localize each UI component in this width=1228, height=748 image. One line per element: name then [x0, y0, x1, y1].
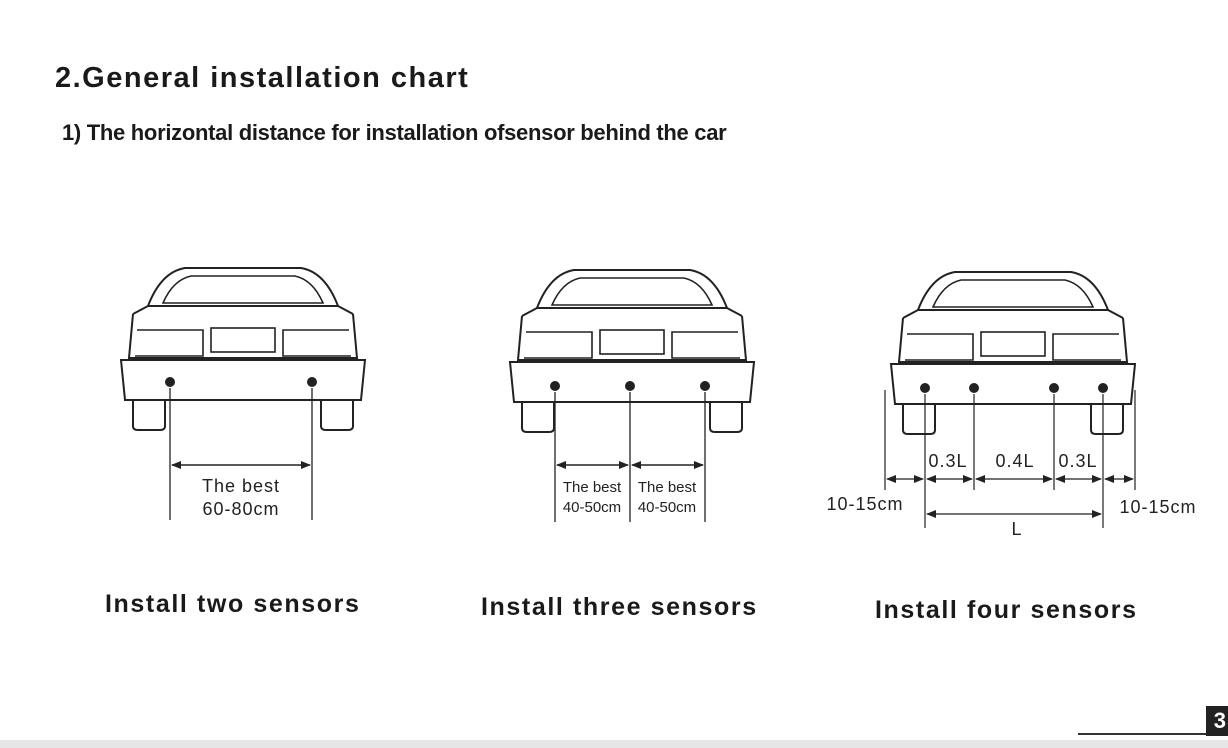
car-three-sensors: The best 40-50cm The best 40-50cm: [509, 269, 755, 522]
sensor-dot: [920, 383, 930, 393]
outer-right-label: 10-15cm: [1119, 497, 1196, 517]
sensor-dot: [165, 377, 175, 387]
sensor-dot: [700, 381, 710, 391]
caption-three-sensors: Install three sensors: [481, 593, 758, 621]
page-number: 3: [1206, 706, 1228, 736]
distance-label: 60-80cm: [202, 499, 279, 519]
sensor-dot: [1049, 383, 1059, 393]
segment-label-1: 0.3L: [928, 451, 967, 471]
footer-rule: [1078, 733, 1206, 735]
sensor-dot: [969, 383, 979, 393]
sensor-dot: [1098, 383, 1108, 393]
distance-label-left: 40-50cm: [563, 499, 621, 516]
segment-label-3: 0.3L: [1058, 451, 1097, 471]
segment-label-2: 0.4L: [995, 451, 1034, 471]
car-four-sensors: 0.3L 0.4L 0.3L L 10-15cm 10-15cm: [826, 271, 1196, 539]
section-heading: 2.General installation chart: [55, 62, 470, 94]
subsection-heading: 1) The horizontal distance for installat…: [62, 120, 727, 145]
scan-edge: [0, 740, 1228, 748]
distance-label-right: 40-50cm: [638, 499, 696, 516]
best-label-left: The best: [563, 479, 622, 496]
sensor-dot: [625, 381, 635, 391]
total-length-label: L: [1011, 519, 1022, 539]
outer-left-label: 10-15cm: [826, 494, 903, 514]
best-label-right: The best: [638, 479, 697, 496]
caption-two-sensors: Install two sensors: [105, 590, 361, 618]
car-two-sensors: The best 60-80cm: [120, 267, 366, 520]
sensor-dot: [307, 377, 317, 387]
best-label: The best: [202, 476, 280, 496]
sensor-dot: [550, 381, 560, 391]
caption-four-sensors: Install four sensors: [875, 596, 1138, 624]
